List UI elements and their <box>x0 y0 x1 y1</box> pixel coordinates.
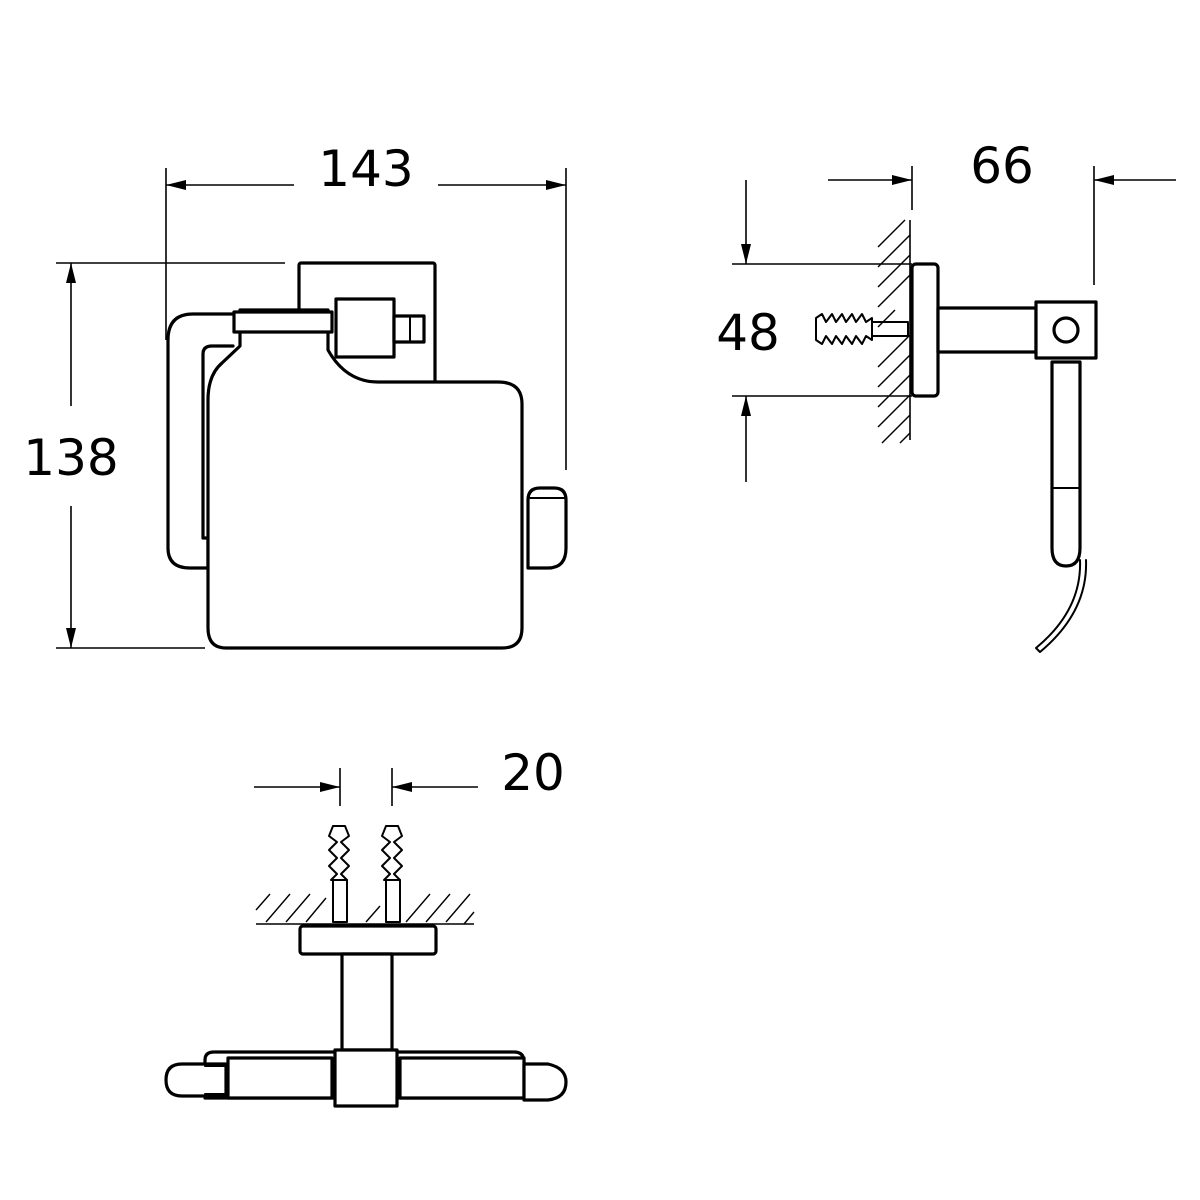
dim-projection-label: 66 <box>970 137 1034 195</box>
front-view: 143 138 <box>23 140 568 650</box>
top-screw-left <box>328 825 350 923</box>
side-cover-profile <box>1050 360 1082 568</box>
front-top-rail <box>232 310 334 334</box>
top-screw-right <box>381 825 403 923</box>
side-screw-shank <box>871 321 909 337</box>
dim-spacing-label: 20 <box>501 744 565 802</box>
side-view: 66 48 <box>716 137 1176 653</box>
top-rod-right <box>398 1056 526 1100</box>
side-arm <box>936 306 1038 354</box>
front-right-hook <box>526 486 568 570</box>
front-connector-block <box>334 297 396 359</box>
side-cover-lip <box>1035 559 1088 653</box>
side-wall-plate <box>910 262 940 398</box>
top-rod-end-right <box>522 1062 568 1102</box>
side-screw-thread <box>815 313 873 345</box>
top-arm <box>340 952 394 1052</box>
top-wall-plate <box>298 924 438 956</box>
front-cover-plate <box>206 308 524 650</box>
dim-width-label: 143 <box>318 140 413 198</box>
side-connector-hole <box>1052 316 1080 344</box>
dim-height-label: 138 <box>23 429 118 487</box>
dim-base-label: 48 <box>716 304 780 362</box>
top-rod-left <box>226 1056 334 1100</box>
top-rod-end-left <box>164 1062 228 1098</box>
top-connector-block <box>333 1048 399 1108</box>
front-rod-arm <box>166 312 235 570</box>
top-wall-hatch <box>255 893 475 925</box>
top-view: 20 <box>164 744 568 1108</box>
side-wall-hatch <box>877 219 911 444</box>
